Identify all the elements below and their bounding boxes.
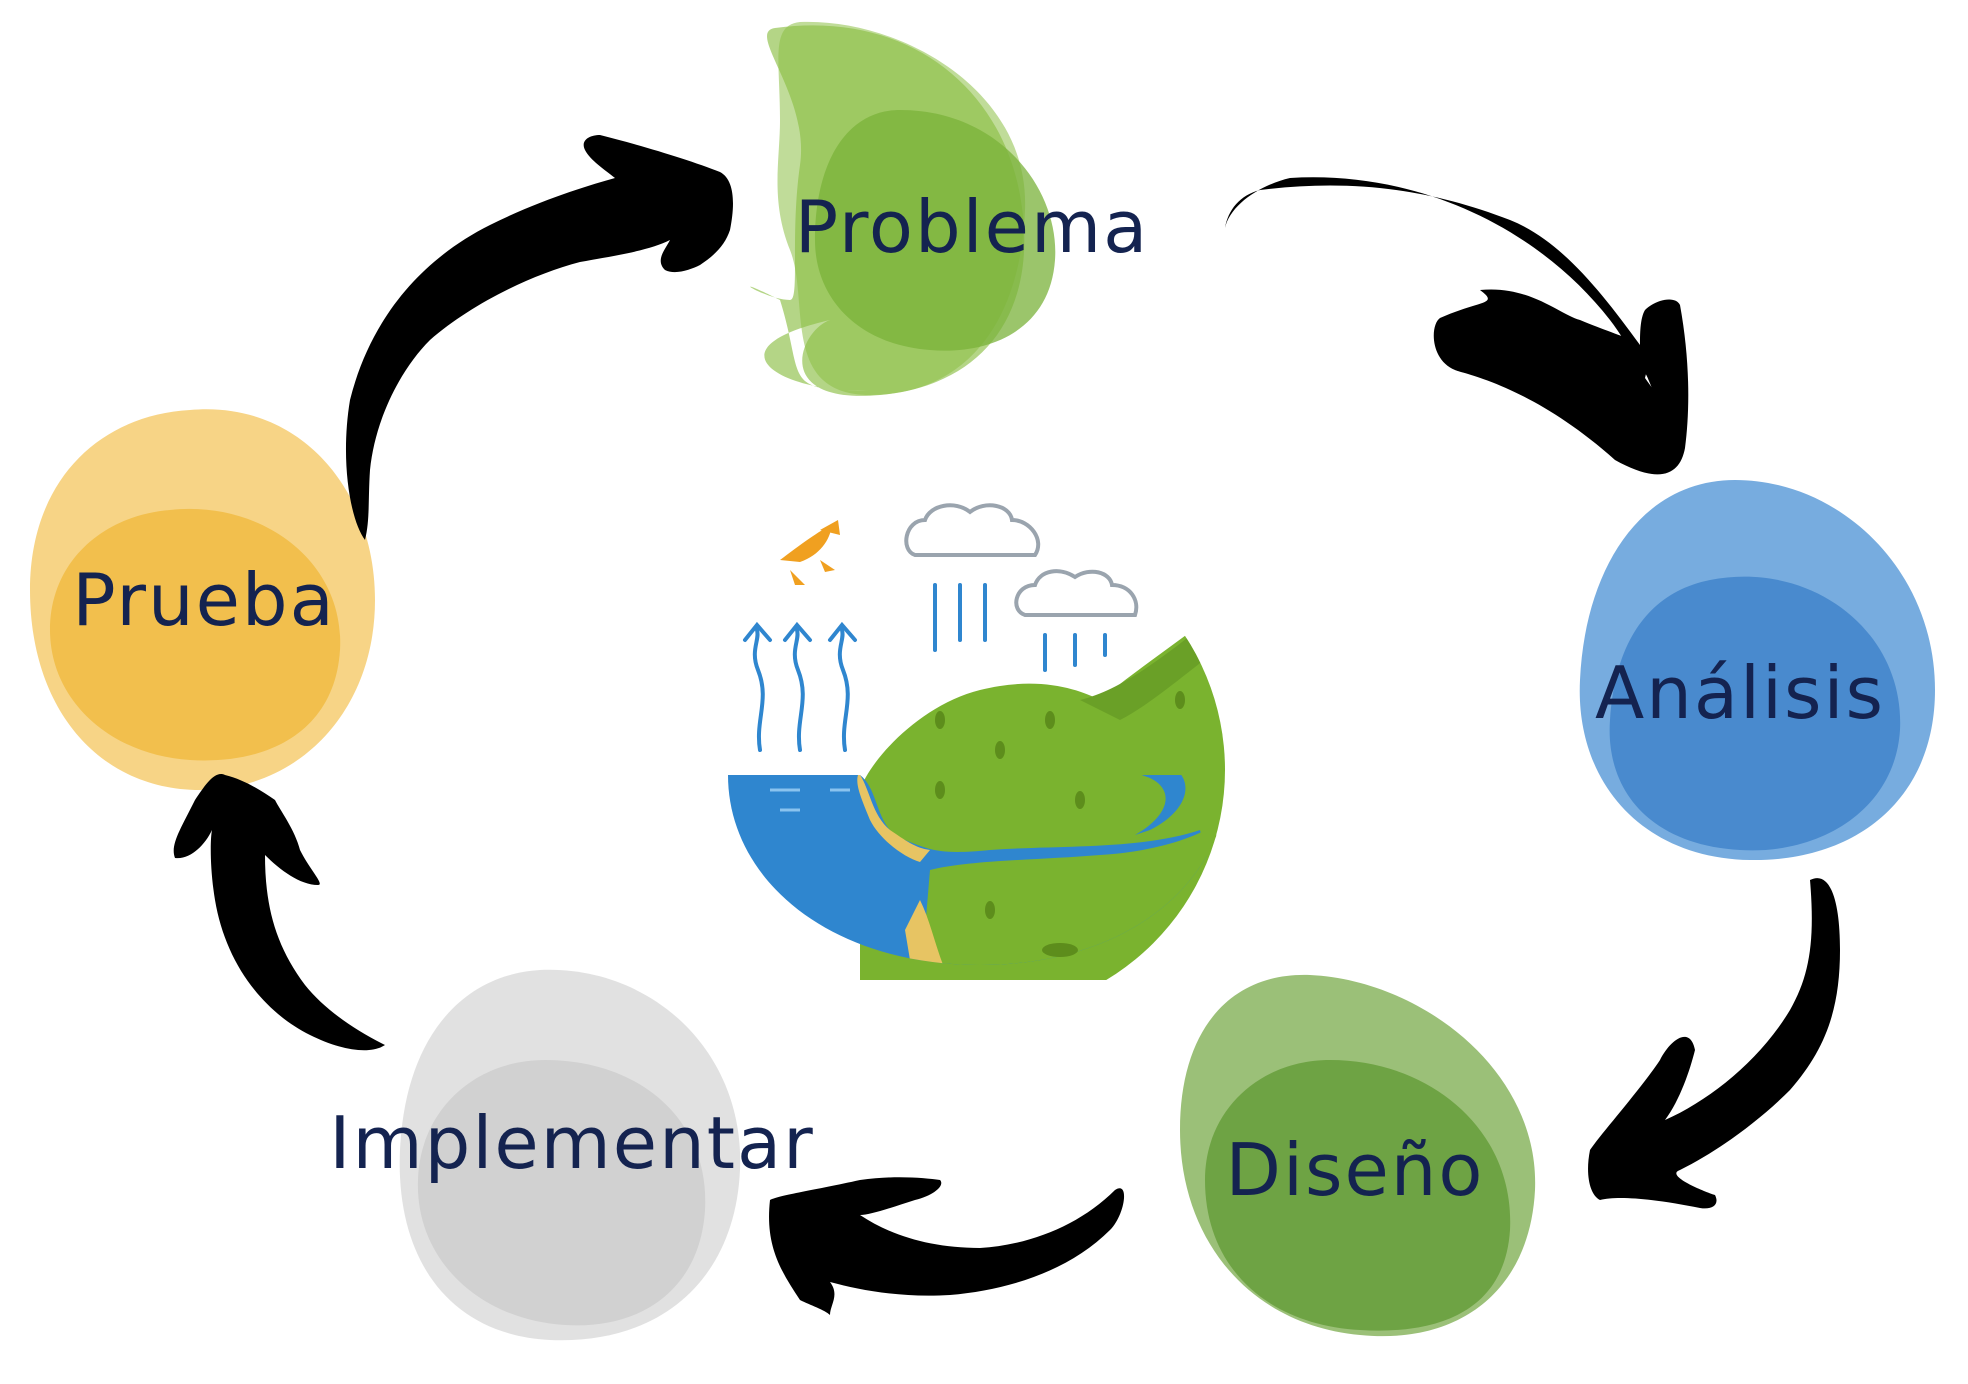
diseno-blob-inner (1205, 1060, 1511, 1331)
implementar-blob-inner (417, 1060, 706, 1326)
stage-label-problema: Problema (795, 185, 1149, 269)
prueba-blob-inner (50, 508, 341, 761)
arrow-implementar-to-prueba (173, 774, 385, 1051)
arrow-prueba-to-problema (345, 135, 733, 540)
hill-details (935, 691, 1185, 957)
stage-label-implementar: Implementar (329, 1101, 814, 1185)
water-cycle-illustration (728, 503, 1228, 980)
bird-icon (780, 520, 840, 585)
stage-prueba: Prueba (30, 409, 375, 790)
stage-label-diseno: Diseño (1226, 1128, 1485, 1212)
analisis-blob-inner (1609, 576, 1901, 851)
stage-implementar: Implementar (329, 969, 814, 1341)
stage-analisis: Análisis (1579, 480, 1935, 861)
stage-label-analisis: Análisis (1595, 651, 1885, 735)
stage-problema: Problema (750, 21, 1149, 396)
stage-diseno: Diseño (1180, 974, 1536, 1337)
rain-icon (933, 583, 1107, 672)
stage-label-prueba: Prueba (72, 558, 336, 642)
arrow-diseno-to-implementar (769, 1177, 1125, 1315)
evaporation-arrows-icon (743, 621, 857, 752)
problema-blob-inner (815, 110, 1056, 351)
arrow-problema-to-analisis (1225, 177, 1689, 475)
arrow-analisis-to-diseno (1588, 878, 1840, 1209)
cloud-icon (904, 503, 1139, 617)
